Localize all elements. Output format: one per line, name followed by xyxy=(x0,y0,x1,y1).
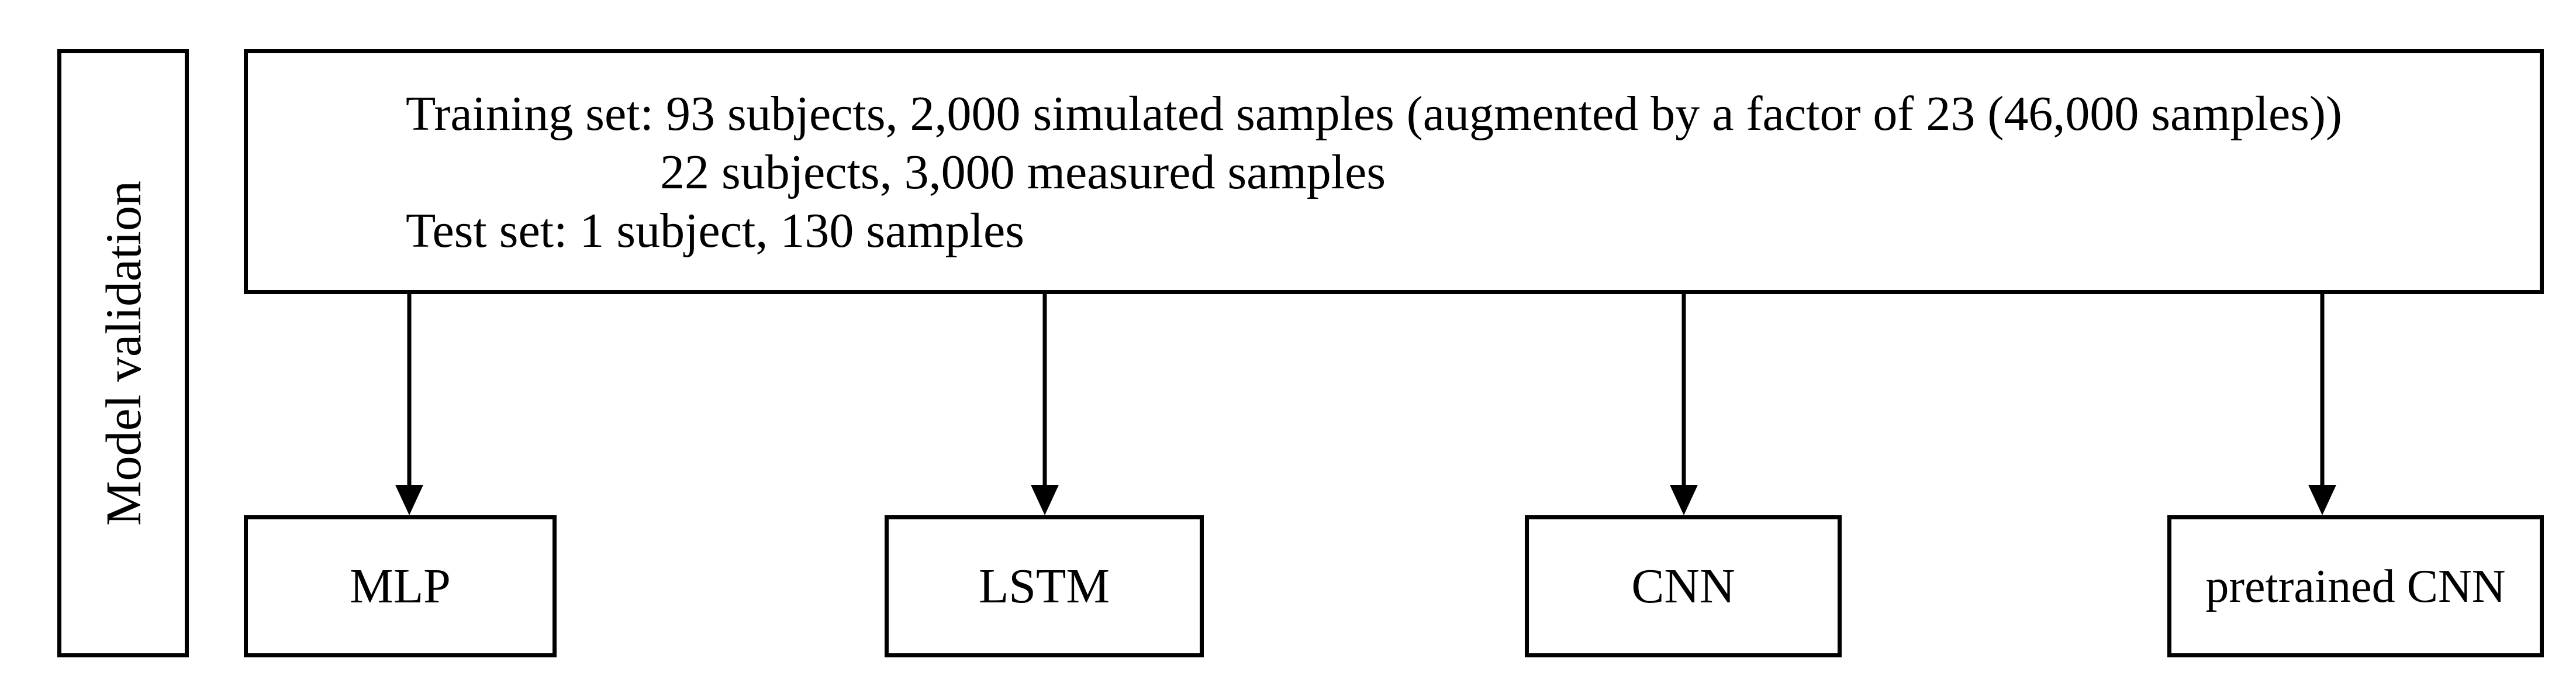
lstm-label: LSTM xyxy=(978,559,1110,613)
arrow-to-mlp xyxy=(395,294,423,515)
measured-samples-line: 22 subjects, 3,000 measured samples xyxy=(660,145,1386,199)
dataset-box: Training set: 93 subjects, 2,000 simulat… xyxy=(244,49,2544,294)
mlp-box: MLP xyxy=(244,515,557,657)
pretrained-cnn-label: pretrained CNN xyxy=(2205,560,2506,612)
mlp-label: MLP xyxy=(350,559,451,613)
training-set-line: Training set: 93 subjects, 2,000 simulat… xyxy=(406,87,2342,141)
arrow-to-lstm xyxy=(1031,294,1059,515)
lstm-box: LSTM xyxy=(885,515,1204,657)
cnn-label: CNN xyxy=(1631,559,1735,613)
model-validation-box: Model validation xyxy=(57,49,189,657)
cnn-box: CNN xyxy=(1525,515,1842,657)
pretrained-cnn-box: pretrained CNN xyxy=(2167,515,2544,657)
test-set-line: Test set: 1 subject, 130 samples xyxy=(406,204,1024,258)
arrow-to-cnn xyxy=(1670,294,1698,515)
arrow-to-pretrained-cnn xyxy=(2308,294,2336,515)
